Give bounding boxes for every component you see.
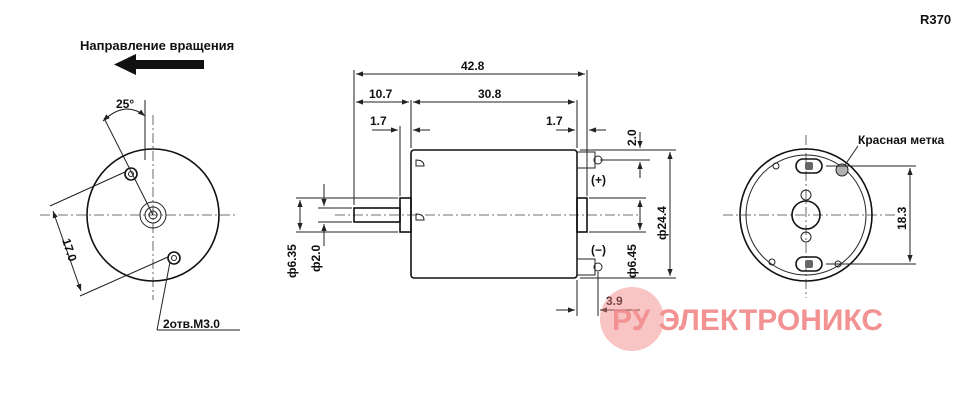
terminal-minus: [576, 258, 596, 276]
terminal-offset-value: 2.0: [625, 129, 639, 146]
total-length-value: 42.8: [461, 59, 485, 73]
boss-left-value: 1.7: [370, 114, 387, 128]
motor-body: [410, 149, 578, 279]
minus-label: (−): [591, 243, 606, 257]
mount-hole-bottom: [167, 251, 181, 265]
terminal-slot-top: [795, 158, 823, 174]
body-length-value: 30.8: [478, 87, 502, 101]
marker-label: Красная метка: [858, 133, 945, 147]
rear-view: Красная метка 18.3: [723, 133, 945, 298]
mount-hole-top: [124, 167, 138, 181]
rear-housing: [739, 148, 873, 282]
boss-dia-value: ф6.35: [285, 244, 299, 278]
terminal-spacing-value: 18.3: [895, 206, 909, 230]
angle-value: 25°: [116, 97, 134, 111]
shaft-length-value: 10.7: [369, 87, 393, 101]
hole-spacing-value: 17.0: [59, 237, 80, 264]
rear-bearing: [791, 200, 821, 230]
red-marker-dot: [835, 163, 849, 177]
terminal-slot-bottom: [795, 256, 823, 272]
terminal-pitch-value: 3.9: [606, 294, 623, 308]
body-dia-value: ф24.4: [655, 206, 669, 240]
front-housing: [86, 148, 220, 282]
hole-callout: 2отв.M3.0: [163, 317, 220, 331]
rotation-arrow-icon: [114, 54, 204, 75]
rear-boss: [576, 197, 588, 233]
rear-boss-dia-value: ф6.45: [625, 244, 639, 278]
terminal-plus: [576, 151, 596, 169]
model-label: R370: [920, 12, 951, 27]
watermark-logo: РУ ЭЛЕКТРОНИКС: [600, 287, 883, 351]
shaft-dia-value: ф2.0: [309, 244, 323, 272]
watermark-text: РУ ЭЛЕКТРОНИКС: [612, 304, 883, 337]
front-view: 25° 17.0 2отв.M3.0: [40, 97, 240, 331]
rotation-label: Направление вращения: [80, 38, 234, 53]
plus-label: (+): [591, 173, 606, 187]
boss-right-value: 1.7: [546, 114, 563, 128]
side-view: (+) (−) 42.8 10.7 30.8 1.7 1.7 2.0: [285, 59, 676, 316]
